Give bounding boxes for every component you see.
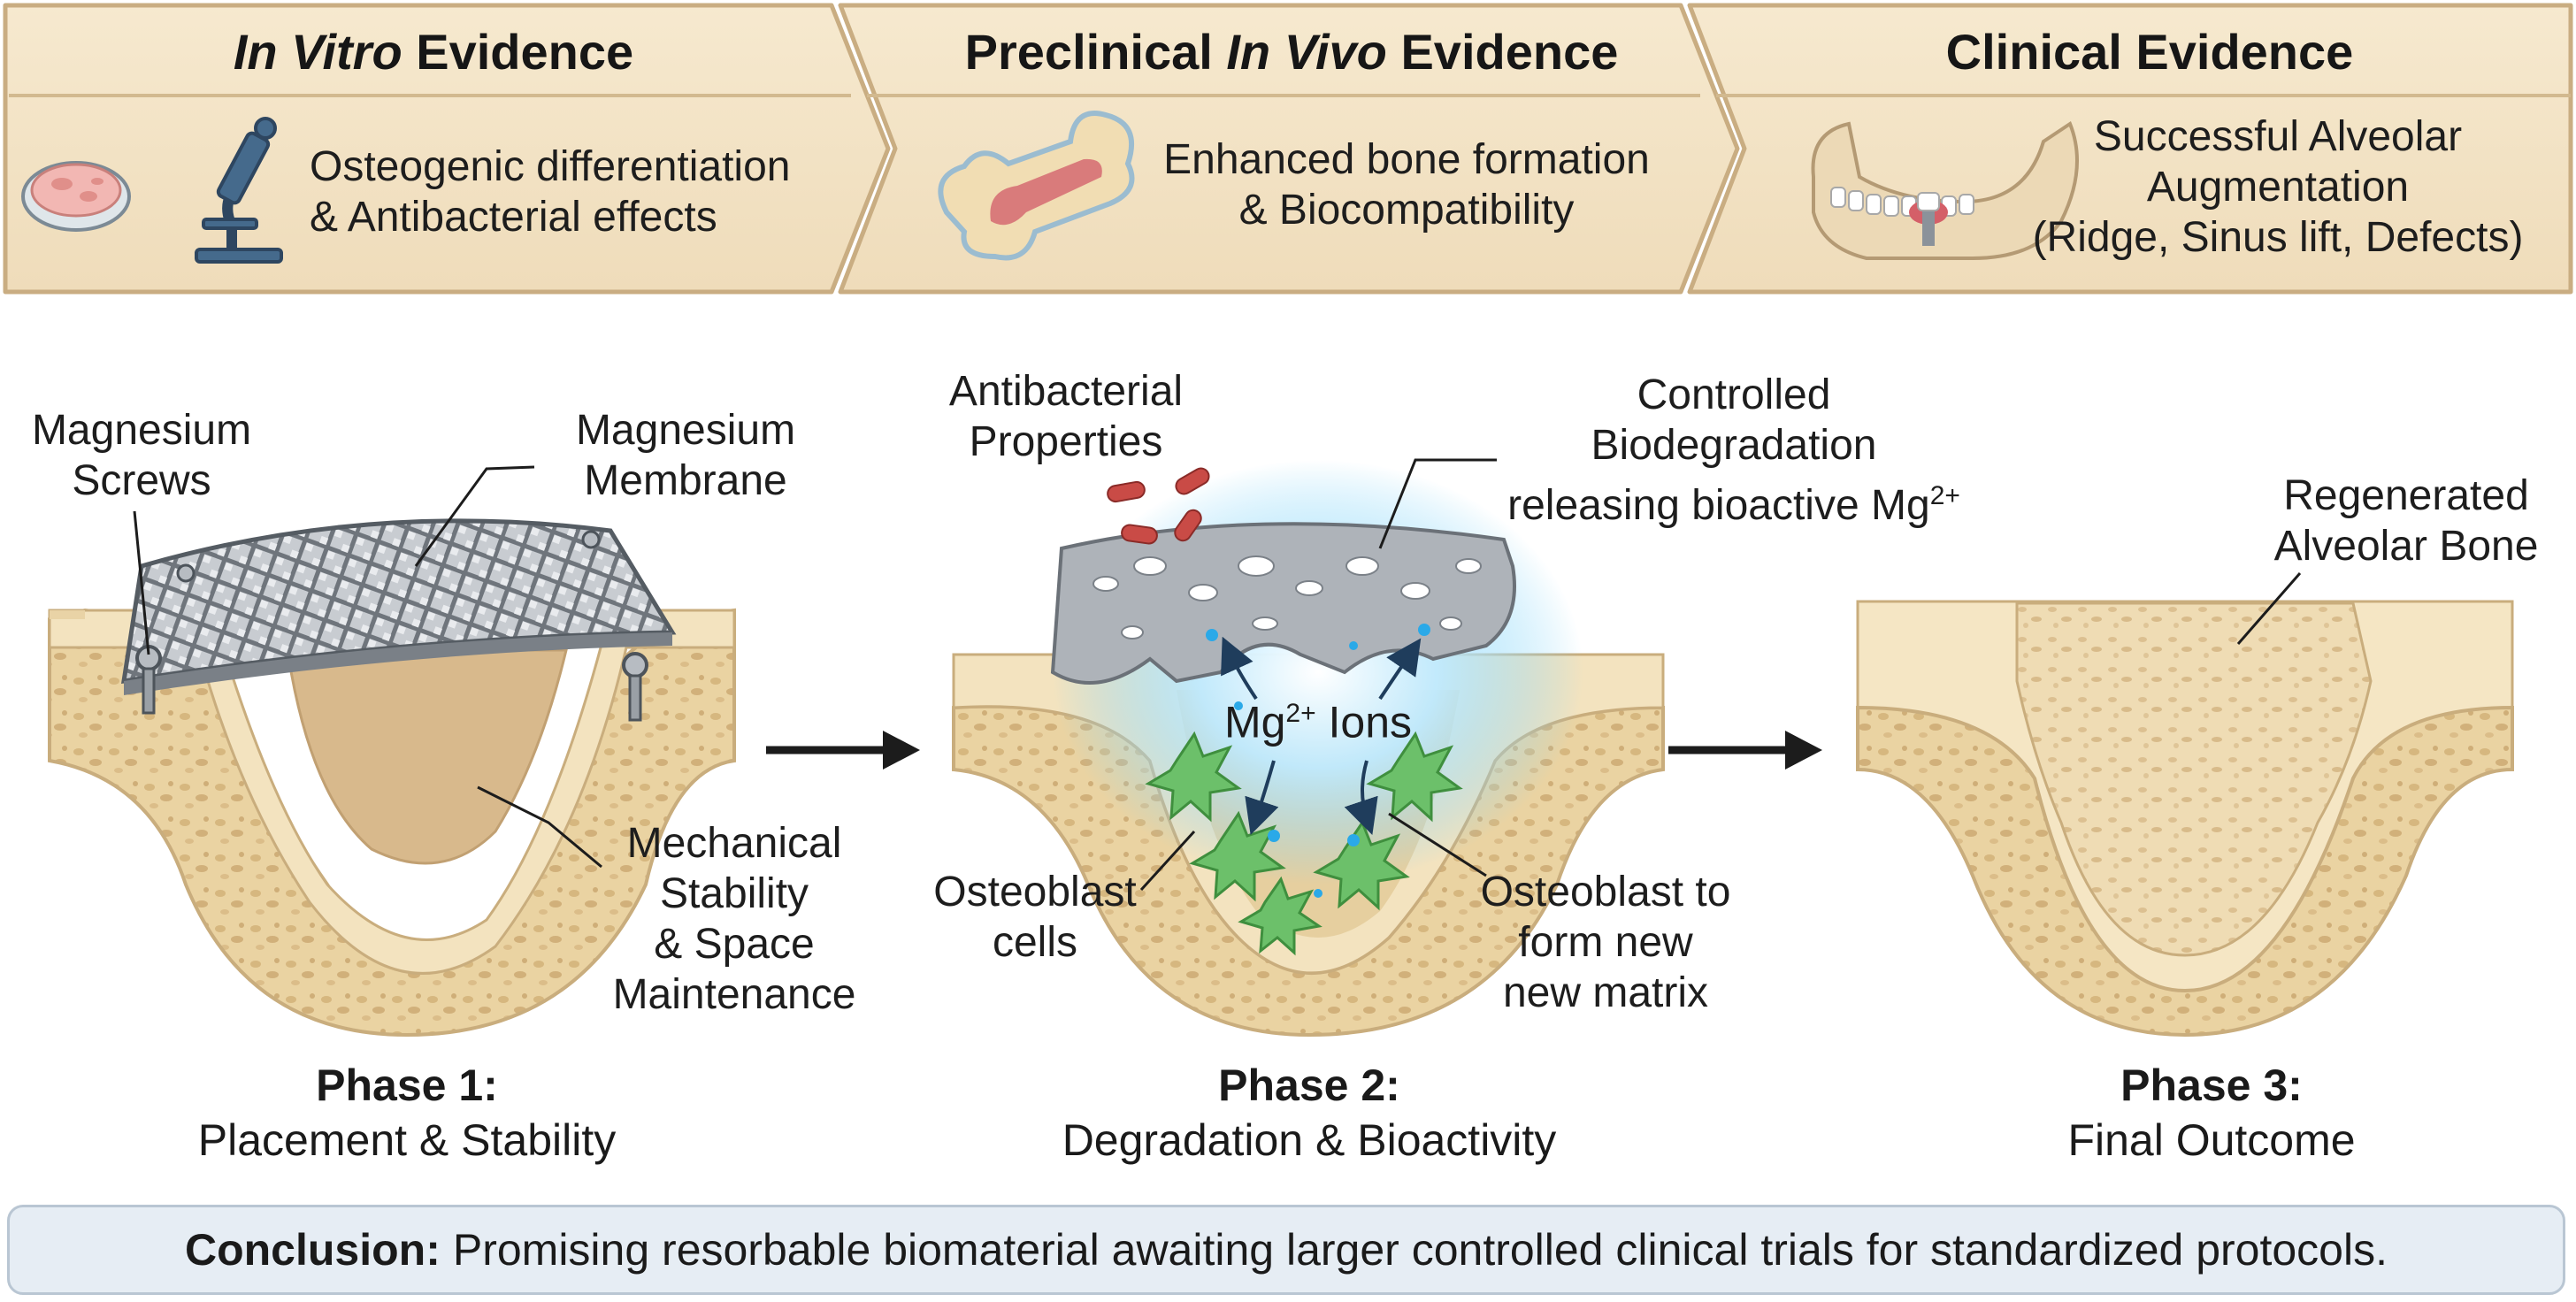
evidence-title-in-vitro: In Vitro Evidence xyxy=(233,24,634,80)
leader-mechanical xyxy=(477,785,602,869)
conclusion-text: Promising resorbable biomaterial awaitin… xyxy=(452,1225,2388,1275)
conclusion-label: Conclusion: xyxy=(184,1225,441,1275)
leader-membrane xyxy=(414,465,535,567)
phase-2-caption: Phase 2: Degradation & Bioactivity xyxy=(1062,1061,1557,1165)
magnesium-screw-right xyxy=(622,652,648,722)
label-controlled-biodegradation: Controlled Biodegradation releasing bioa… xyxy=(1507,371,1960,529)
arrow-phase1-to-phase2 xyxy=(766,731,920,770)
phase-3-caption: Phase 3: Final Outcome xyxy=(2067,1061,2356,1165)
arrow-phase2-to-phase3 xyxy=(1668,731,1822,770)
evidence-text-in-vitro: Osteogenic differentiation & Antibacteri… xyxy=(310,143,791,241)
evidence-text-clinical: Successful Alveolar Augmentation (Ridge,… xyxy=(2032,113,2524,261)
phase2-bone-diagram xyxy=(952,460,1665,1038)
microscope-icon xyxy=(195,117,283,264)
label-mg-ions: Mg2+ Ions xyxy=(1223,697,1413,747)
evidence-title-preclinical: Preclinical In Vivo Evidence xyxy=(964,24,1619,80)
leader-osteoblast-matrix xyxy=(1388,812,1487,877)
leader-screws xyxy=(133,510,150,655)
leader-osteoblast-cells xyxy=(1139,830,1196,892)
phase3-bone-diagram xyxy=(1856,600,2514,1038)
conclusion-box: Conclusion: Promising resorbable biomate… xyxy=(7,1205,2565,1295)
evidence-title-clinical: Clinical Evidence xyxy=(1945,24,2354,80)
leader-biodeg xyxy=(1378,458,1497,549)
evidence-text-preclinical: Enhanced bone formation & Biocompatibili… xyxy=(1163,136,1650,234)
petri-dish-icon xyxy=(21,161,131,232)
phase1-bone-diagram xyxy=(48,518,736,1038)
leader-regenerated xyxy=(2236,572,2302,645)
bone-icon xyxy=(938,111,1135,261)
phase-1-caption: Phase 1: Placement & Stability xyxy=(197,1061,617,1165)
jaw-icon xyxy=(1811,120,2079,260)
